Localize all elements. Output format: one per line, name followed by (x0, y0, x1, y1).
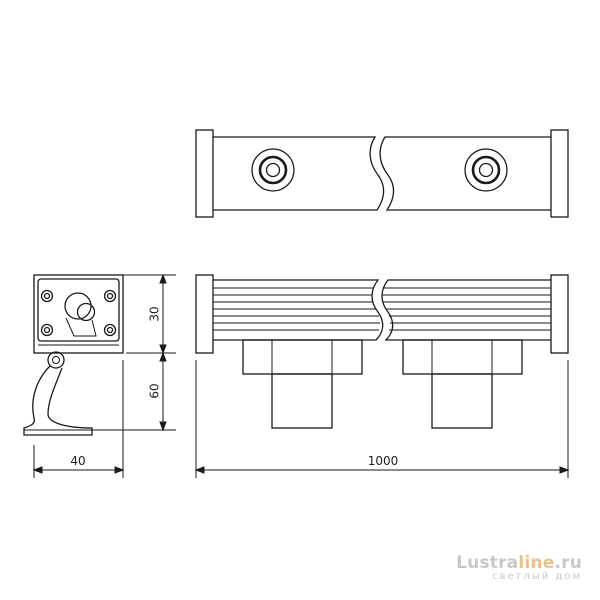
front-view (195, 274, 569, 429)
front-body-left (213, 279, 384, 341)
top-body-right (379, 136, 551, 211)
side-screws (40, 289, 117, 337)
side-bracket-leg (23, 365, 93, 436)
front-bracket-left (242, 339, 363, 429)
side-lens (64, 292, 97, 337)
dim-length-1000-label: 1000 (368, 454, 399, 468)
top-lens-left (251, 148, 295, 192)
top-body-left (213, 136, 385, 211)
dim-height-30-label: 30 (148, 306, 162, 321)
front-bracket-right (402, 339, 523, 429)
logo-name: Lustraline.ru (456, 553, 582, 573)
dim-height-60-label: 60 (148, 383, 162, 398)
side-bracket-knob (47, 351, 65, 369)
front-fins-right (382, 287, 551, 331)
top-lens-right (464, 148, 508, 192)
top-left-end-cap (195, 129, 214, 218)
side-view (23, 274, 124, 436)
front-body-right (381, 279, 551, 341)
dimension-lines (32, 273, 570, 478)
front-right-end-cap (550, 274, 569, 354)
side-housing-inner (37, 278, 120, 342)
logo: Lustraline.ru светлый дом (456, 553, 582, 582)
top-view (195, 129, 569, 218)
front-fins-left (213, 287, 380, 331)
logo-tagline: светлый дом (492, 571, 582, 582)
dim-width-40-label: 40 (70, 454, 85, 468)
side-housing-outer (33, 274, 124, 354)
top-right-end-cap (550, 129, 569, 218)
front-left-end-cap (195, 274, 214, 354)
